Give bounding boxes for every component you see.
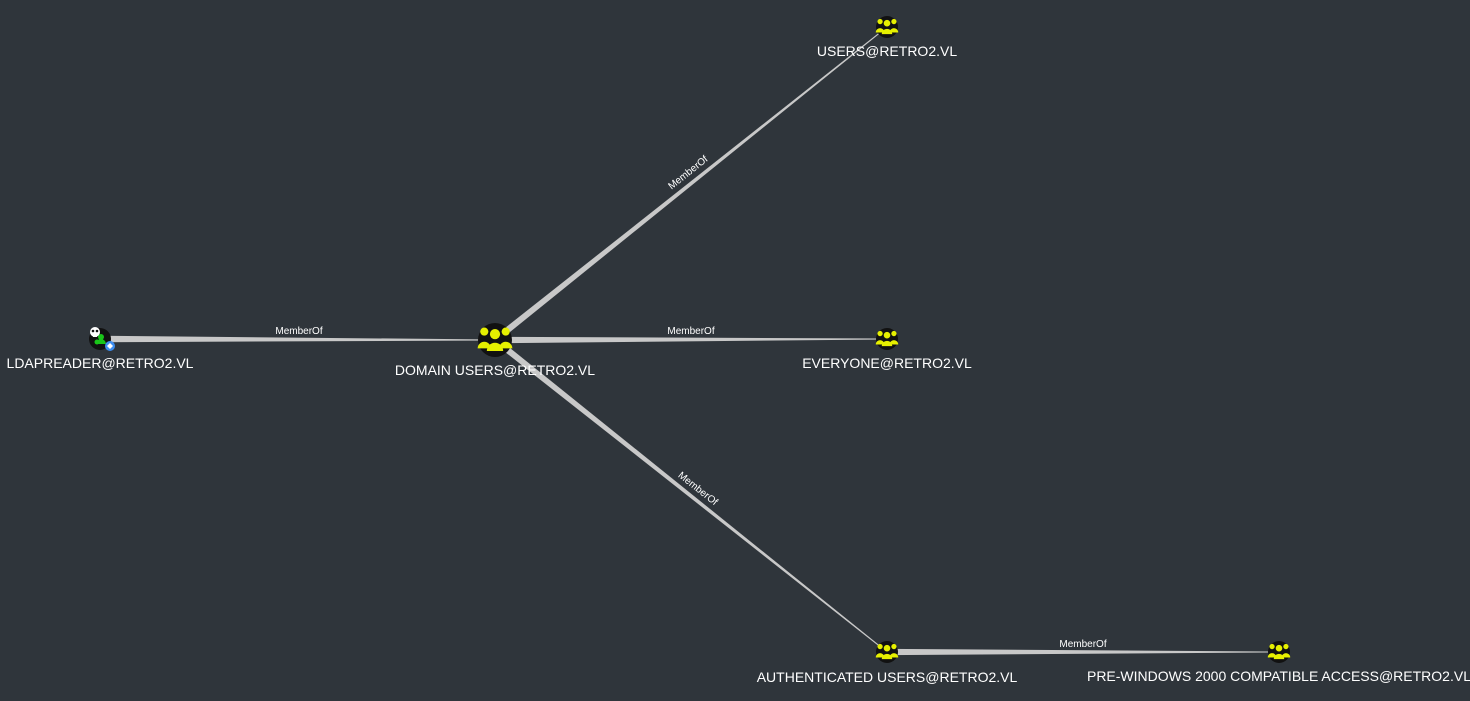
node-label: EVERYONE@RETRO2.VL	[802, 355, 972, 371]
node-auth_users[interactable]: AUTHENTICATED USERS@RETRO2.VL	[757, 641, 1018, 685]
edge-ldapreader-domain_users[interactable]	[100, 335, 495, 343]
edge-label: MemberOf	[275, 326, 322, 337]
node-label: AUTHENTICATED USERS@RETRO2.VL	[757, 669, 1018, 685]
node-ldapreader[interactable]: LDAPREADER@RETRO2.VL	[7, 327, 194, 371]
node-label: PRE-WINDOWS 2000 COMPATIBLE ACCESS@RETRO…	[1087, 668, 1470, 684]
group-icon	[875, 18, 899, 35]
group-icon	[477, 327, 513, 351]
edge-domain_users-users[interactable]	[493, 26, 888, 343]
group-icon	[875, 330, 899, 347]
nodes-layer: LDAPREADER@RETRO2.VL DOMAIN USERS@RETRO2.…	[7, 16, 1470, 685]
node-label: LDAPREADER@RETRO2.VL	[7, 355, 194, 371]
edge-domain_users-everyone[interactable]	[495, 336, 887, 344]
node-domain_users[interactable]: DOMAIN USERS@RETRO2.VL	[395, 323, 595, 378]
node-everyone[interactable]: EVERYONE@RETRO2.VL	[802, 328, 972, 371]
group-icon	[1267, 643, 1291, 660]
edge-label: MemberOf	[667, 326, 714, 337]
edge-auth_users-prewin2000[interactable]	[887, 648, 1279, 656]
edge-label: MemberOf	[1059, 639, 1106, 650]
node-users[interactable]: USERS@RETRO2.VL	[817, 16, 957, 59]
diamond-icon	[105, 341, 115, 351]
node-prewin2000[interactable]: PRE-WINDOWS 2000 COMPATIBLE ACCESS@RETRO…	[1087, 641, 1470, 684]
skull-icon	[90, 327, 100, 337]
edge-domain_users-auth_users[interactable]	[493, 337, 888, 653]
node-label: USERS@RETRO2.VL	[817, 43, 957, 59]
node-label: DOMAIN USERS@RETRO2.VL	[395, 362, 595, 378]
group-icon	[875, 643, 899, 660]
